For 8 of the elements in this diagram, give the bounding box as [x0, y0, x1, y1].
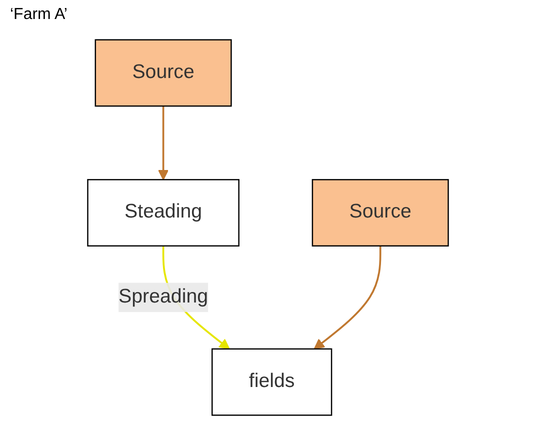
arrow	[314, 246, 382, 350]
edge-label: Spreading	[118, 286, 208, 308]
node-box: fields	[212, 348, 332, 416]
diagram-title: ‘Farm A’	[10, 6, 68, 24]
arrow	[158, 106, 169, 180]
node-box: Source	[94, 39, 232, 107]
node-box: Source	[312, 179, 449, 247]
node-box: Steading	[87, 179, 240, 247]
